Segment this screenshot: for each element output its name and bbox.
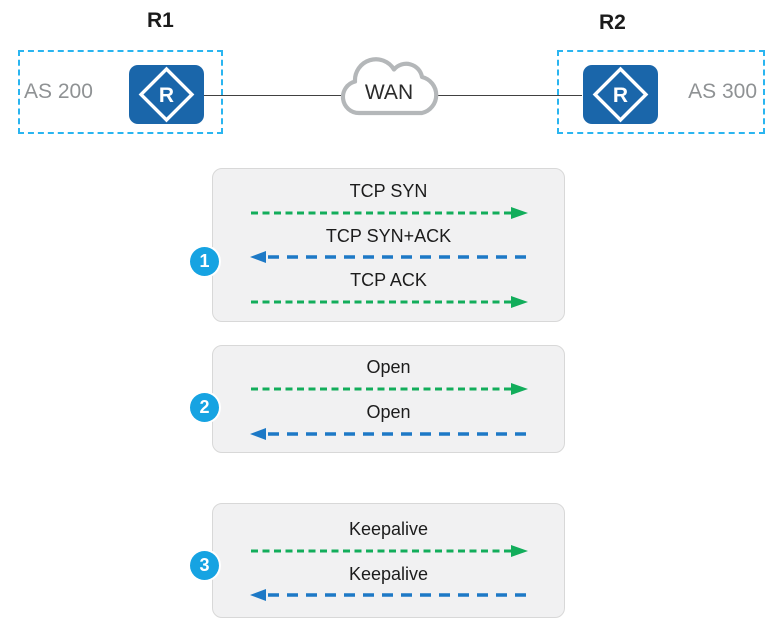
- message-row: Keepalive: [249, 561, 529, 606]
- router-icon: R: [583, 65, 658, 124]
- message-row: TCP SYN: [249, 178, 529, 223]
- router-r2-title: R2: [599, 11, 626, 34]
- router-icon: R: [129, 65, 204, 124]
- dashed-arrow-icon: [249, 589, 527, 602]
- message-row: Open: [249, 399, 529, 444]
- as-300-boundary-box: AS 300 R: [557, 50, 765, 134]
- as-200-label: AS 200: [24, 80, 93, 103]
- open-messages-panel: Open Open: [212, 345, 565, 453]
- step-badge-2: 2: [190, 393, 219, 422]
- dashed-arrow-icon: [250, 206, 528, 219]
- message-label: TCP SYN+ACK: [325, 225, 452, 246]
- router-letter: R: [159, 84, 174, 107]
- message-label: Keepalive: [348, 563, 429, 584]
- message-row: Open: [249, 354, 529, 399]
- router-r1-title: R1: [147, 9, 174, 32]
- dashed-arrow-icon: [250, 544, 528, 557]
- cloud-icon: WAN: [340, 57, 439, 116]
- message-label: Keepalive: [348, 518, 429, 539]
- message-label: TCP ACK: [350, 270, 427, 291]
- message-row: Keepalive: [249, 516, 529, 561]
- message-label: Open: [366, 357, 411, 378]
- step-badge-1: 1: [190, 247, 219, 276]
- dashed-arrow-icon: [250, 295, 528, 308]
- router-letter: R: [613, 84, 628, 107]
- wan-label: WAN: [365, 81, 413, 104]
- message-label: TCP SYN: [349, 181, 428, 202]
- as-200-boundary-box: AS 200 R: [18, 50, 223, 134]
- message-label: Open: [366, 402, 411, 422]
- step-badge-3: 3: [190, 551, 219, 580]
- dashed-arrow-icon: [249, 251, 527, 264]
- tcp-handshake-panel: TCP SYN TCP SYN+ACK TCP ACK: [212, 168, 565, 322]
- dashed-arrow-icon: [250, 383, 528, 395]
- keepalive-messages-panel: Keepalive Keepalive: [212, 503, 565, 618]
- message-row: TCP SYN+ACK: [249, 223, 529, 268]
- as-300-label: AS 300: [688, 80, 757, 103]
- message-row: TCP ACK: [249, 267, 529, 312]
- dashed-arrow-icon: [249, 427, 527, 440]
